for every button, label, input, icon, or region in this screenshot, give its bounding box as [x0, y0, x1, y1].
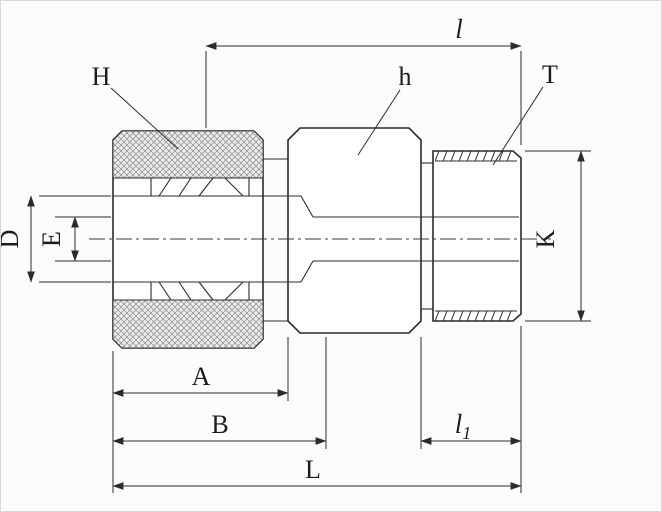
dimension-H: H: [92, 62, 179, 150]
dimension-h: h: [357, 62, 412, 156]
label-dim-B: B: [211, 410, 228, 439]
dimension-K: K: [525, 150, 591, 322]
leader-h: [357, 89, 401, 156]
label-dim-K: K: [531, 229, 560, 248]
label-dim-H: H: [92, 62, 111, 91]
label-dim-L: L: [305, 455, 321, 484]
dimension-l1: l1: [420, 409, 522, 445]
label-dim-D: D: [1, 230, 24, 249]
hex-body-outline: [287, 127, 422, 334]
dimension-T: T: [492, 60, 558, 166]
leader-T: [492, 86, 544, 166]
label-dim-A: A: [192, 362, 211, 391]
dimension-B: B: [112, 410, 327, 445]
label-dim-l: l: [455, 14, 463, 44]
fitting-body: [112, 127, 522, 349]
dimension-l: l: [205, 14, 522, 145]
thread-undercut: [421, 162, 433, 310]
dimension-A: A: [112, 362, 289, 397]
label-dim-E: E: [37, 231, 66, 247]
dimension-L: L: [112, 455, 522, 490]
dimension-E: E: [37, 216, 111, 262]
label-dim-l1: l1: [455, 409, 472, 443]
threaded-end-outline: [432, 150, 522, 322]
dimension-D: D: [1, 195, 111, 283]
bore-lines: [113, 195, 519, 283]
body-neck: [263, 158, 288, 322]
thread-detail: [435, 151, 517, 321]
label-dim-T: T: [542, 60, 558, 89]
label-dim-h: h: [399, 62, 412, 91]
leader-H: [110, 87, 179, 150]
